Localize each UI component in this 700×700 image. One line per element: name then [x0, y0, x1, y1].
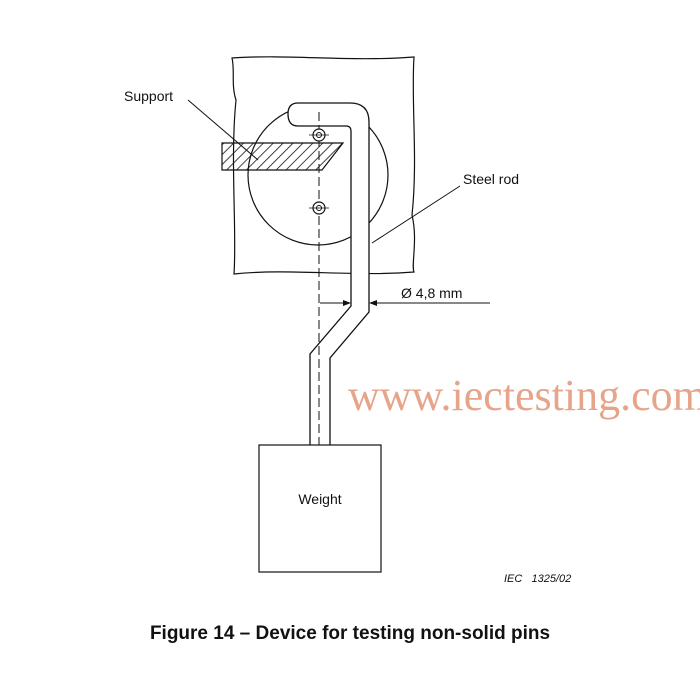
support-leader — [187, 99, 259, 161]
iec-reference: IEC 1325/02 — [504, 573, 571, 585]
diameter-label: Ø 4,8 mm — [401, 285, 462, 301]
diameter-dimension — [320, 300, 490, 306]
upper-pivot-icon — [309, 128, 329, 142]
weight-block — [258, 444, 382, 573]
steel-rod — [287, 102, 370, 447]
steel-rod-label: Steel rod — [463, 171, 519, 187]
steel-rod-leader — [371, 185, 461, 244]
weight-label: Weight — [298, 491, 341, 507]
support-label: Support — [124, 88, 173, 104]
lower-pivot-icon — [309, 201, 329, 215]
support — [221, 142, 345, 171]
figure-caption: Figure 14 – Device for testing non-solid… — [150, 623, 550, 644]
watermark: www.iectesting.com — [348, 371, 700, 420]
